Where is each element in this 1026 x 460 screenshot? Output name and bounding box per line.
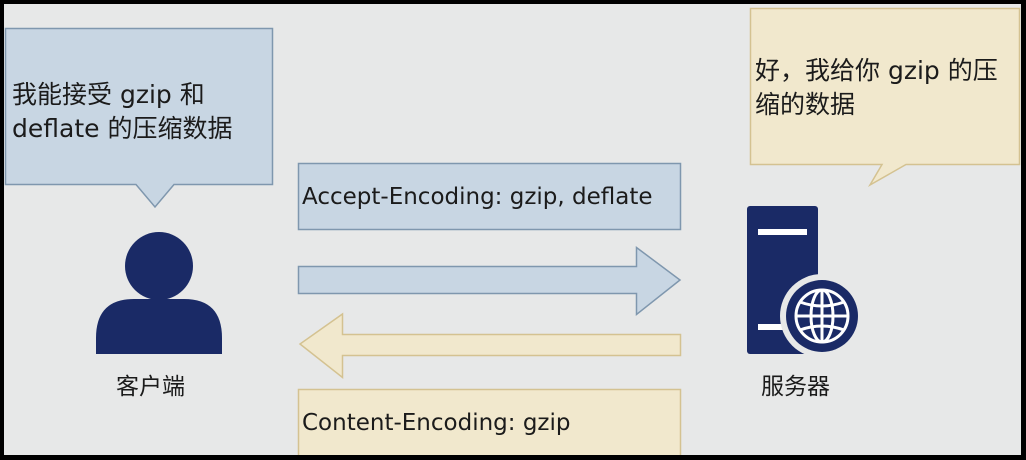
client-speech-bubble — [4, 27, 274, 209]
user-icon — [96, 232, 222, 354]
server-speech-bubble — [749, 7, 1021, 188]
response-arrow — [298, 312, 682, 380]
response-header-box — [297, 388, 682, 455]
diagram-shapes — [4, 7, 1021, 455]
server-label: 服务器 — [761, 374, 830, 400]
diagram-canvas: 我能接受 gzip 和 deflate 的压缩数据 好，我给你 gzip 的压 … — [4, 4, 1021, 455]
request-header-box — [297, 162, 682, 231]
client-label: 客户端 — [116, 374, 185, 400]
request-header-text: Accept-Encoding: gzip, deflate — [302, 184, 653, 210]
client-bubble-text: 我能接受 gzip 和 deflate 的压缩数据 — [12, 80, 233, 143]
response-header-text: Content-Encoding: gzip — [302, 410, 571, 436]
server-globe-icon — [747, 206, 864, 358]
server-bubble-text: 好，我给你 gzip 的压 缩的数据 — [755, 56, 998, 119]
request-arrow — [297, 246, 682, 317]
